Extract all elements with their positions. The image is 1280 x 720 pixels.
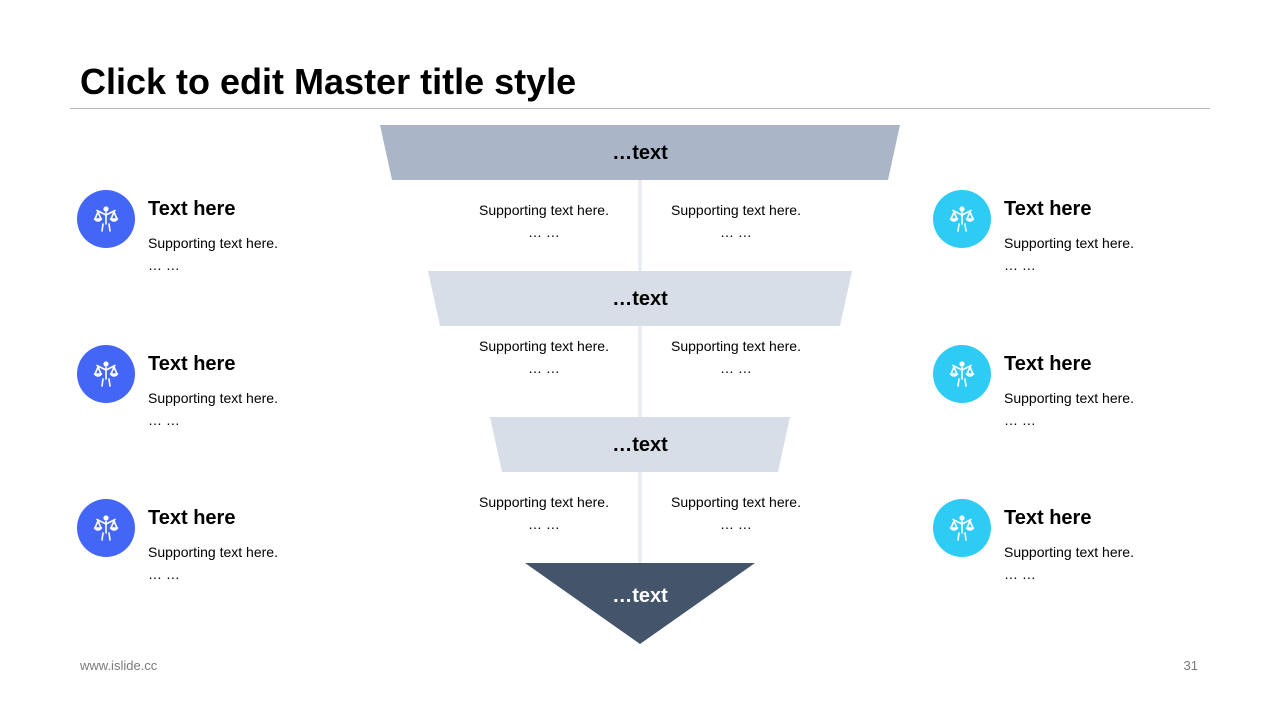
- right-item-1-text: Supporting text here. … …: [1004, 235, 1134, 273]
- funnel-center-line: [638, 178, 642, 568]
- right-item-2-text: Supporting text here. … …: [1004, 390, 1134, 428]
- supporting-text-row1-left: Supporting text here. … …: [479, 202, 609, 240]
- left-item-1-text: Supporting text here. … …: [148, 235, 278, 273]
- funnel-stage-4-label: …text: [612, 585, 668, 607]
- balance-person-icon: [77, 499, 135, 557]
- balance-person-icon: [933, 499, 991, 557]
- funnel-stage-1-label: …text: [612, 142, 668, 164]
- balance-person-icon: [933, 345, 991, 403]
- funnel-stage-2-label: …text: [612, 288, 668, 310]
- supporting-text-row2-left: Supporting text here. … …: [479, 338, 609, 376]
- left-item-2-text: Supporting text here. … …: [148, 390, 278, 428]
- right-item-3-text: Supporting text here. … …: [1004, 544, 1134, 582]
- funnel-stage-1[interactable]: [380, 125, 900, 180]
- left-item-1-title: Text here: [148, 198, 236, 220]
- funnel-stage-3-label: …text: [612, 434, 668, 456]
- supporting-text-row2-right: Supporting text here. … …: [671, 338, 801, 376]
- balance-person-icon: [77, 190, 135, 248]
- supporting-text-row1-right: Supporting text here. … …: [671, 202, 801, 240]
- left-item-2-title: Text here: [148, 353, 236, 375]
- supporting-text-row3-left: Supporting text here. … …: [479, 494, 609, 532]
- left-item-3: Text here Supporting text here. … …: [77, 499, 357, 589]
- right-item-3: Text here Supporting text here. … …: [933, 499, 1213, 589]
- balance-person-icon: [77, 345, 135, 403]
- footer-website: www.islide.cc: [80, 658, 158, 673]
- page-title[interactable]: Click to edit Master title style: [80, 61, 577, 102]
- supporting-text-row3-right: Supporting text here. … …: [671, 494, 801, 532]
- right-item-3-title: Text here: [1004, 507, 1092, 529]
- balance-person-icon: [933, 190, 991, 248]
- left-item-1: Text here Supporting text here. … …: [77, 190, 357, 280]
- funnel-stage-2[interactable]: [428, 271, 852, 326]
- title-divider: [70, 108, 1210, 109]
- left-item-3-text: Supporting text here. … …: [148, 544, 278, 582]
- funnel-stage-4[interactable]: [525, 563, 755, 644]
- right-item-1-title: Text here: [1004, 198, 1092, 220]
- funnel-stage-3[interactable]: [490, 417, 790, 472]
- slide-number: 31: [1183, 658, 1198, 673]
- left-item-3-title: Text here: [148, 507, 236, 529]
- right-item-2-title: Text here: [1004, 353, 1092, 375]
- left-item-2: Text here Supporting text here. … …: [77, 345, 357, 435]
- right-item-1: Text here Supporting text here. … …: [933, 190, 1213, 280]
- right-item-2: Text here Supporting text here. … …: [933, 345, 1213, 435]
